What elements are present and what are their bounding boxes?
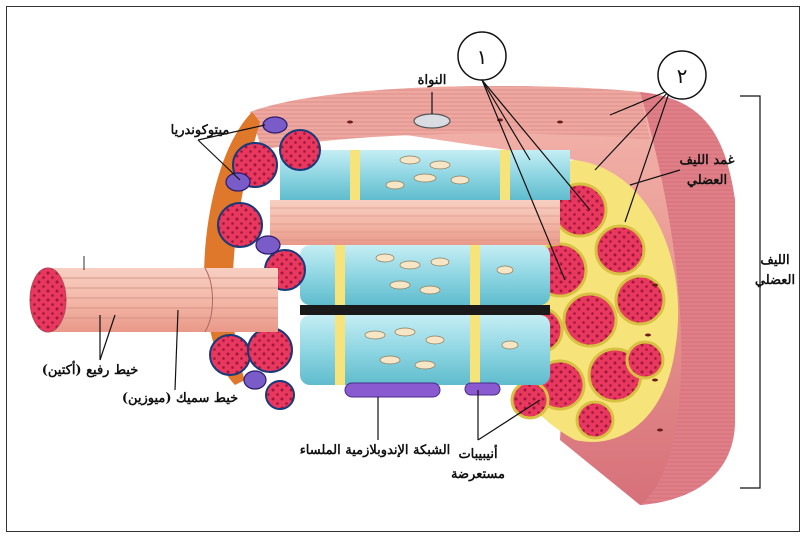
muscle-fiber-label-line2: العضلي [752,272,798,290]
t-tubules-label-line1: أنيبيبات [440,446,516,464]
callout-1-label: ١ [472,44,492,71]
smooth-er-bars [345,383,500,397]
t-tubules-label-line2: مستعرضة [440,466,516,484]
thick-filament-label: خيط سميك (ميوزين) [115,390,245,408]
mitochondria-label: ميتوكوندريا [150,122,250,140]
thin-filament-label: خيط رفيع (أكتين) [30,362,150,380]
nucleus-label: النواة [400,72,464,90]
sarcolemma-label-line2: العضلي [672,172,742,190]
callout-2-label: ٢ [672,63,692,90]
muscle-fiber-label-line1: الليف [752,252,798,270]
sarcolemma-label-line1: غمد الليف [672,152,742,170]
extended-myofibril [30,256,278,332]
nucleus [414,114,450,128]
